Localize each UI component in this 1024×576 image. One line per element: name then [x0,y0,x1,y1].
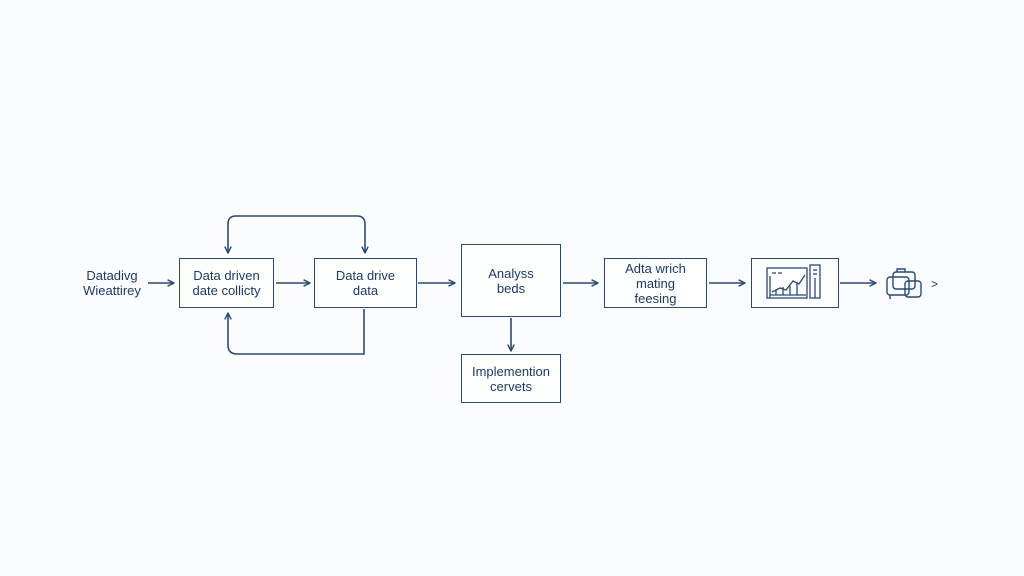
node-data-collection: Data driven date collicty [179,258,274,308]
node-matching: Adta wrich mating feesing [604,258,707,308]
node-data-drive: Data drive data [314,258,417,308]
node-chart [751,258,839,308]
loop-arrow-top [224,215,369,254]
start-label-line-1: Datadivg [86,268,138,283]
node-analysis: Analyss beds [461,244,561,317]
loop-arrow-bottom [224,309,365,355]
start-label-line-2: Wieattirey [83,283,141,298]
node-matching-line-2: mating [635,275,676,291]
node-matching-line-3: feesing [634,290,677,306]
node-data-drive-line-1: Data drive [335,268,396,283]
node-implementation: Implemention cervets [461,354,561,403]
node-data-collection-line-1: Data driven [193,268,260,283]
node-analysis-line-2: beds [496,280,526,296]
end-chevron-text: > [931,276,939,291]
node-analysis-line-1: Analyss [488,265,534,281]
node-data-collection-line-2: date collicty [192,283,261,298]
node-implementation-line-2: cervets [490,378,532,394]
node-end: > [883,266,947,302]
bar-line-chart-icon [766,264,821,299]
start-label: Datadivg Wieattirey [72,268,152,298]
cloud-devices-icon [886,268,922,299]
node-implementation-line-1: Implemention [471,363,551,379]
node-matching-line-1: Adta wrich [625,260,686,276]
node-data-drive-line-2: data [352,283,379,298]
